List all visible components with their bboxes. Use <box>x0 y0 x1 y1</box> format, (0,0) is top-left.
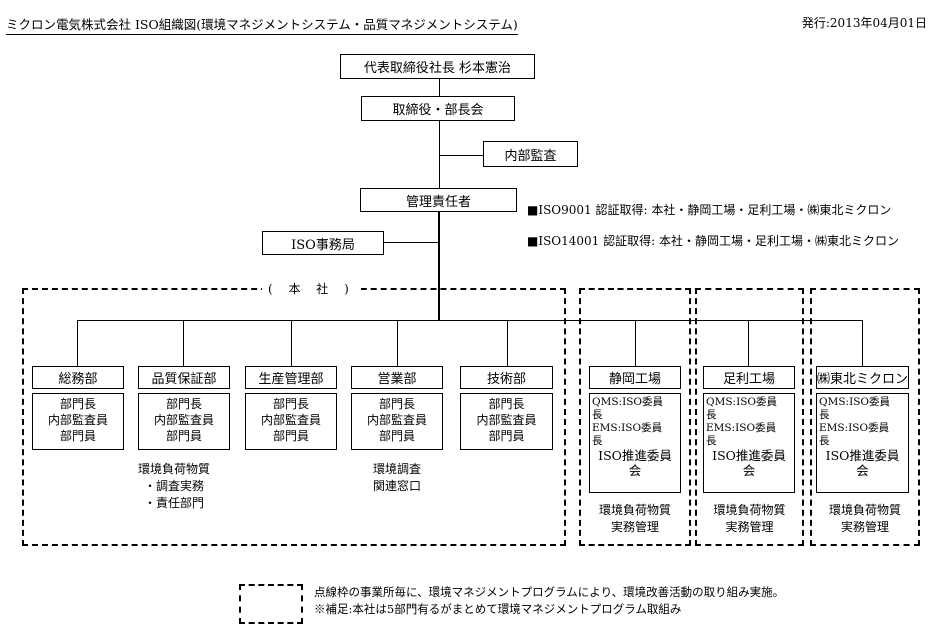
drop-soumu <box>77 320 78 366</box>
member-line: 部門長 <box>59 397 96 411</box>
plant-line: 長 <box>592 435 603 447</box>
legend-dashed-sample <box>239 584 303 624</box>
plant-line: 長 <box>706 435 717 447</box>
dept-soumu-head: 総務部 <box>32 366 124 389</box>
plant-line: 長 <box>819 435 830 447</box>
dept-gijutsu-head: 技術部 <box>460 366 553 389</box>
eigyo-notes: 環境調査 関連窓口 <box>351 461 443 495</box>
shizuoka-group <box>579 288 691 546</box>
iso-office-box: ISO事務局 <box>262 231 384 255</box>
board-box: 取締役・部長会 <box>361 96 515 121</box>
page-title: ミクロン電気株式会社 ISO組織図(環境マネジメントシステム・品質マネジメントシ… <box>6 14 518 35</box>
plant-ashikaga-head: 足利工場 <box>703 366 795 389</box>
ashikaga-group <box>695 288 804 546</box>
dept-eigyo-head: 営業部 <box>351 366 443 389</box>
dept-hinshitsu-members: 部門長 内部監査員 部門員 <box>138 393 230 450</box>
drop-hinshitsu <box>183 320 184 366</box>
dept-eigyo-members: 部門長 内部監査員 部門員 <box>351 393 443 450</box>
member-line: 部門員 <box>272 429 309 443</box>
dept-seisan-members: 部門長 内部監査員 部門員 <box>245 393 337 450</box>
drop-ashikaga <box>748 320 749 366</box>
member-line: 部門員 <box>165 429 202 443</box>
manager-box: 管理責任者 <box>360 188 517 212</box>
member-line: 部門長 <box>378 397 415 411</box>
note-line: 環境負荷物質 <box>138 462 211 476</box>
drop-gijutsu <box>507 320 508 366</box>
note-line: 環境調査 <box>372 462 421 476</box>
note-line: 環境負荷物質 <box>828 503 901 517</box>
drop-seisan <box>291 320 292 366</box>
member-line: 部門員 <box>488 429 525 443</box>
plant-shizuoka-members: QMS:ISO委員 長 EMS:ISO委員 長 ISO推進委員 会 <box>589 393 681 493</box>
member-line: 内部監査員 <box>366 413 427 427</box>
note-line: 環境負荷物質 <box>598 503 671 517</box>
branch-line <box>77 320 863 321</box>
drop-eigyo <box>397 320 398 366</box>
plant-line: EMS:ISO委員 <box>592 422 663 434</box>
committee-line: ISO推進委員 <box>598 448 672 463</box>
plant-line: 長 <box>592 409 603 421</box>
plant-line: 長 <box>706 409 717 421</box>
member-line: 部門長 <box>488 397 525 411</box>
note-line: 環境負荷物質 <box>713 503 786 517</box>
committee-line: ISO推進委員 <box>825 448 900 463</box>
shizuoka-notes: 環境負荷物質 実務管理 <box>579 502 691 536</box>
drop-tohoku <box>862 320 863 366</box>
committee-line: ISO推進委員 <box>712 448 786 463</box>
cert-iso9001: ■ISO9001 認証取得: 本社・静岡工場・足利工場・㈱東北ミクロン <box>527 203 892 217</box>
member-line: 部門長 <box>165 397 202 411</box>
note-line: ・責任部門 <box>144 496 205 510</box>
cert-iso14001: ■ISO14001 認証取得: 本社・静岡工場・足利工場・㈱東北ミクロン <box>527 234 899 248</box>
member-line: 内部監査員 <box>476 413 537 427</box>
committee-line: 会 <box>628 463 642 478</box>
plant-ashikaga-members: QMS:ISO委員 長 EMS:ISO委員 長 ISO推進委員 会 <box>703 393 795 493</box>
trunk-line-top <box>439 78 440 96</box>
plant-line: EMS:ISO委員 <box>706 422 777 434</box>
plant-tohoku-head: ㈱東北ミクロン <box>816 366 909 389</box>
internal-audit-box: 内部監査 <box>483 141 578 167</box>
member-line: 内部監査員 <box>260 413 321 427</box>
plant-shizuoka-head: 静岡工場 <box>589 366 681 389</box>
note-line: 実務管理 <box>840 520 889 534</box>
trunk-line-lower <box>438 211 440 321</box>
plant-line: 長 <box>819 409 830 421</box>
audit-connector <box>439 155 483 156</box>
dept-soumu-members: 部門長 内部監査員 部門員 <box>32 393 124 450</box>
iso-office-connector <box>383 242 439 243</box>
note-line: 関連窓口 <box>372 479 421 493</box>
member-line: 部門長 <box>272 397 309 411</box>
ashikaga-notes: 環境負荷物質 実務管理 <box>695 502 804 536</box>
hinshitsu-notes: 環境負荷物質 ・調査実務 ・責任部門 <box>138 461 238 512</box>
note-line: 実務管理 <box>610 520 659 534</box>
note-line: 実務管理 <box>725 520 774 534</box>
issue-date: 発行:2013年04月01日 <box>801 16 927 30</box>
plant-line: QMS:ISO委員 <box>592 396 664 408</box>
honsha-label: ( 本 社 ) <box>262 280 361 297</box>
tohoku-notes: 環境負荷物質 実務管理 <box>810 502 920 536</box>
plant-line: QMS:ISO委員 <box>706 396 778 408</box>
drop-shizuoka <box>635 320 636 366</box>
member-line: 部門員 <box>378 429 415 443</box>
tohoku-group <box>810 288 920 546</box>
dept-seisan-head: 生産管理部 <box>245 366 337 389</box>
plant-tohoku-members: QMS:ISO委員 長 EMS:ISO委員 長 ISO推進委員 会 <box>816 393 909 493</box>
committee-line: 会 <box>856 463 869 478</box>
note-line: ・調査実務 <box>144 479 205 493</box>
legend-text-1: 点線枠の事業所毎に、環境マネジメントプログラムにより、環境改善活動の取り組み実施… <box>314 585 785 599</box>
member-line: 内部監査員 <box>153 413 214 427</box>
plant-line: QMS:ISO委員 <box>819 396 891 408</box>
president-box: 代表取締役社長 杉本憲治 <box>340 54 535 79</box>
member-line: 内部監査員 <box>47 413 108 427</box>
member-line: 部門員 <box>59 429 96 443</box>
legend-text-2: ※補足:本社は5部門有るがまとめて環境マネジメントプログラム取組み <box>314 602 682 616</box>
dept-gijutsu-members: 部門長 内部監査員 部門員 <box>460 393 553 450</box>
committee-line: 会 <box>742 463 756 478</box>
plant-line: EMS:ISO委員 <box>819 422 890 434</box>
dept-hinshitsu-head: 品質保証部 <box>138 366 230 389</box>
